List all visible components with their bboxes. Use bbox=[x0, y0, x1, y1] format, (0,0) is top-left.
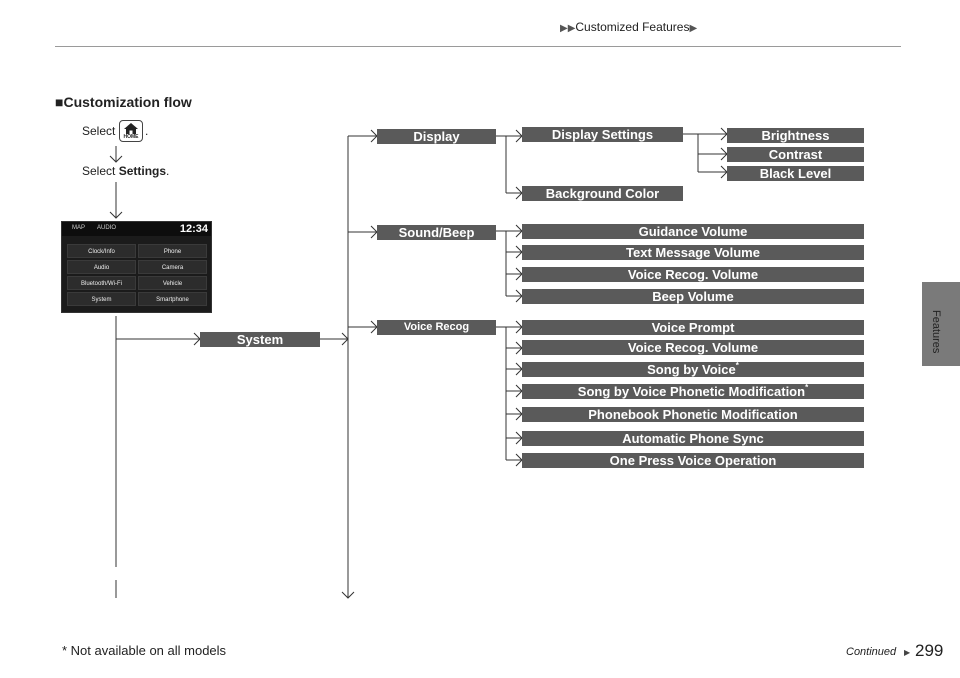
guidance-volume-box: Guidance Volume bbox=[522, 224, 864, 239]
page-number: 299 bbox=[915, 641, 944, 660]
step2-settings: Settings bbox=[118, 164, 167, 178]
instruction-step-2: Select Settings. bbox=[82, 164, 169, 178]
screen-button: Camera bbox=[138, 260, 207, 274]
chapter-tab bbox=[922, 282, 960, 366]
sound-beep-box: Sound/Beep bbox=[377, 225, 496, 240]
system-box: System bbox=[200, 332, 320, 347]
song-by-voice-phonetic-label: Song by Voice Phonetic Modification bbox=[577, 384, 806, 399]
breadcrumb-title: Customized Features bbox=[575, 20, 690, 34]
page-header: ▶▶Customized Features▶ bbox=[0, 0, 960, 48]
text-message-volume-box: Text Message Volume bbox=[522, 245, 864, 260]
voice-prompt-box: Voice Prompt bbox=[522, 320, 864, 335]
step1-prefix: Select bbox=[82, 124, 116, 138]
voice-recog-box: Voice Recog bbox=[377, 320, 496, 335]
display-settings-box: Display Settings bbox=[522, 127, 683, 142]
brightness-box: Brightness bbox=[727, 128, 864, 143]
chapter-tab-label: Features bbox=[930, 310, 942, 354]
section-title-text: Customization flow bbox=[63, 94, 192, 110]
breadcrumb: ▶▶Customized Features▶ bbox=[560, 20, 697, 34]
voice-recog-volume-box-2: Voice Recog. Volume bbox=[522, 340, 864, 355]
header-rule bbox=[55, 46, 901, 47]
voice-recog-volume-box: Voice Recog. Volume bbox=[522, 267, 864, 282]
home-icon bbox=[124, 123, 138, 134]
screen-clock: 12:34 bbox=[179, 223, 208, 235]
screen-status-bar: MAP AUDIO 12:34 bbox=[62, 222, 211, 236]
display-box: Display bbox=[377, 129, 496, 144]
song-by-voice-box: Song by Voice* bbox=[522, 362, 864, 377]
section-title: ■Customization flow bbox=[55, 94, 192, 110]
breadcrumb-arrows: ▶▶ bbox=[560, 23, 576, 34]
song-by-voice-phonetic-box: Song by Voice Phonetic Modification* bbox=[522, 384, 864, 399]
screen-button: Clock/Info bbox=[67, 244, 136, 258]
phonebook-phonetic-box: Phonebook Phonetic Modification bbox=[522, 407, 864, 422]
asterisk-mark: * bbox=[735, 361, 739, 370]
step2-suffix: . bbox=[166, 164, 170, 178]
screen-button: Audio bbox=[67, 260, 136, 274]
settings-screen-image: MAP AUDIO 12:34 Clock/Info Phone Audio C… bbox=[61, 221, 212, 313]
background-color-box: Background Color bbox=[522, 186, 683, 201]
song-by-voice-label: Song by Voice bbox=[647, 362, 736, 377]
continued-arrow-icon: ▶ bbox=[904, 648, 911, 657]
screen-button: Bluetooth/Wi-Fi bbox=[67, 276, 136, 290]
continued-label: Continued bbox=[846, 646, 897, 658]
screen-map-label: MAP bbox=[72, 225, 86, 231]
screen-button: Smartphone bbox=[138, 292, 207, 306]
black-level-box: Black Level bbox=[727, 166, 864, 181]
footnote: * Not available on all models bbox=[62, 643, 227, 658]
screen-button: System bbox=[67, 292, 136, 306]
home-button-label: HOME bbox=[123, 134, 139, 140]
breadcrumb-trailing-arrow: ▶ bbox=[689, 23, 698, 34]
beep-volume-box: Beep Volume bbox=[522, 289, 864, 304]
step2-prefix: Select bbox=[82, 164, 116, 178]
contrast-box: Contrast bbox=[727, 147, 864, 162]
home-button: HOME bbox=[119, 120, 143, 142]
instruction-step-1: Select bbox=[82, 124, 115, 138]
automatic-phone-sync-box: Automatic Phone Sync bbox=[522, 431, 864, 446]
asterisk-mark: * bbox=[805, 383, 809, 392]
one-press-voice-box: One Press Voice Operation bbox=[522, 453, 864, 468]
screen-button: Phone bbox=[138, 244, 207, 258]
screen-button: Vehicle bbox=[138, 276, 207, 290]
screen-audio-label: AUDIO bbox=[97, 225, 117, 231]
section-marker: ■ bbox=[55, 94, 64, 110]
step1-suffix: . bbox=[145, 124, 149, 138]
